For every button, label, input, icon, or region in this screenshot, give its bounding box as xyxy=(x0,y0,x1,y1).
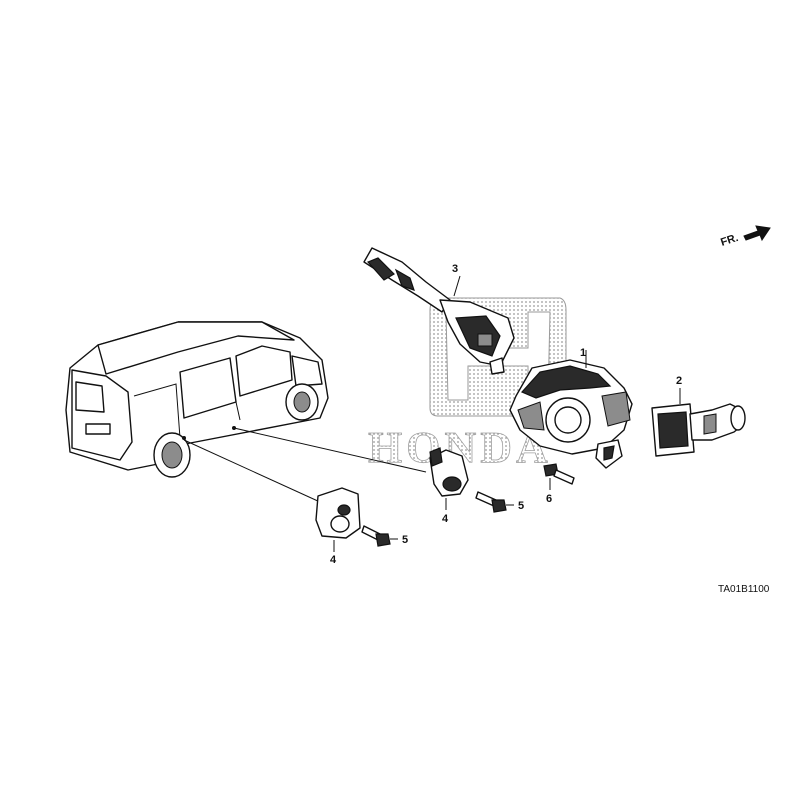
callout-5-upper: 5 xyxy=(518,500,524,512)
front-arrow-icon xyxy=(743,225,771,242)
callout-1: 1 xyxy=(580,347,586,359)
part-5-screw-upper xyxy=(475,491,514,513)
callout-3: 3 xyxy=(452,263,458,275)
part-5-screw-lower xyxy=(361,525,398,547)
callout-2: 2 xyxy=(676,375,682,387)
direction-label: FR. xyxy=(719,232,740,249)
callout-5-lower: 5 xyxy=(402,534,408,546)
part-2-wiper-switch xyxy=(651,388,746,457)
vehicle-illustration xyxy=(65,321,329,478)
part-3-lighting-switch xyxy=(363,247,515,375)
callout-4-lower: 4 xyxy=(330,554,337,566)
callout-6: 6 xyxy=(546,493,552,505)
leader-line xyxy=(183,439,321,503)
front-direction-indicator: FR. xyxy=(719,225,771,249)
part-4-sensor-upper xyxy=(429,447,469,510)
leader-line xyxy=(233,427,427,473)
part-4-sensor-lower xyxy=(315,487,361,552)
figure-code: TA01B1100 xyxy=(718,584,770,595)
part-1-cable-reel xyxy=(509,350,633,469)
callout-4-upper: 4 xyxy=(442,513,449,525)
part-6-screw xyxy=(543,463,575,490)
